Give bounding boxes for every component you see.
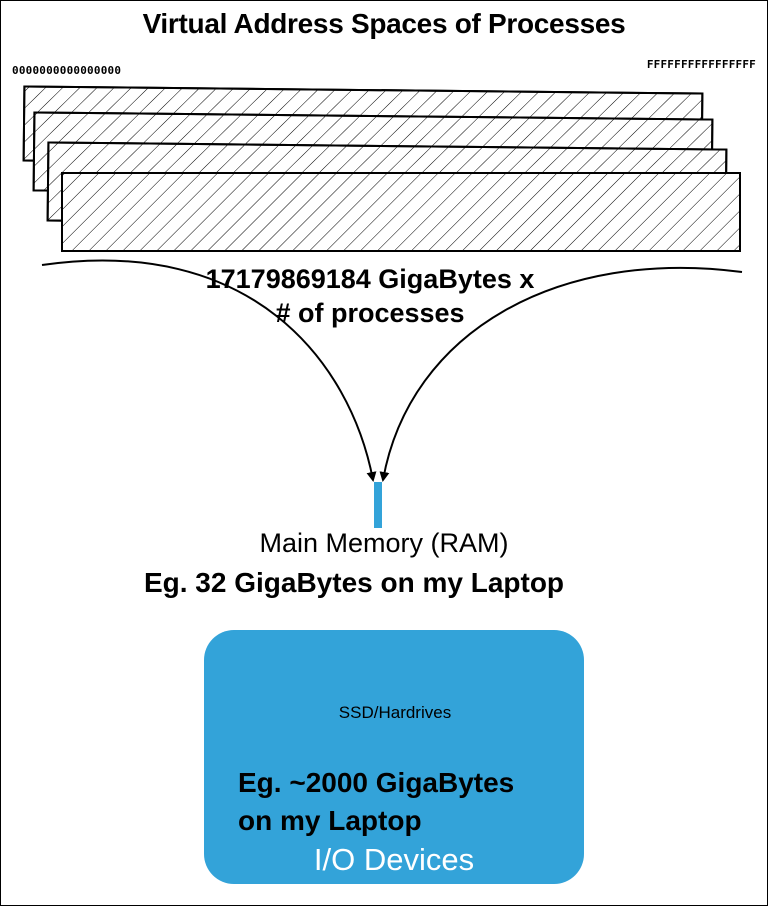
main-memory-example: Eg. 32 GigaBytes on my Laptop [143, 567, 565, 598]
main-memory-label: Main Memory (RAM) [259, 528, 509, 558]
virtual-space-size: 17179869184 GigaBytes x [205, 264, 535, 294]
io-storage-example-line1: Eg. ~2000 GigaBytes [238, 767, 515, 798]
diagram-title: Virtual Address Spaces of Processes [142, 8, 626, 39]
io-devices-label: I/O Devices [313, 842, 475, 877]
right-mapping-arrow [379, 266, 743, 482]
address-start-label: 0000000000000000 [12, 64, 122, 77]
address-end-label: FFFFFFFFFFFFFFFF [646, 58, 756, 71]
virtual-space-caption: 17179869184 GigaBytes x # of processes [130, 262, 610, 330]
ssd-label: SSD/Hardrives [338, 703, 452, 722]
process-address-space [61, 172, 741, 252]
process-address-space-stack [22, 85, 741, 252]
ram-bar [374, 482, 382, 528]
io-storage-example-line2: on my Laptop [238, 805, 422, 836]
io-devices-box [204, 630, 584, 884]
virtual-space-multiplier: # of processes [275, 298, 465, 328]
io-storage-example: Eg. ~2000 GigaBytes on my Laptop [238, 764, 578, 840]
left-mapping-arrow [41, 259, 377, 482]
